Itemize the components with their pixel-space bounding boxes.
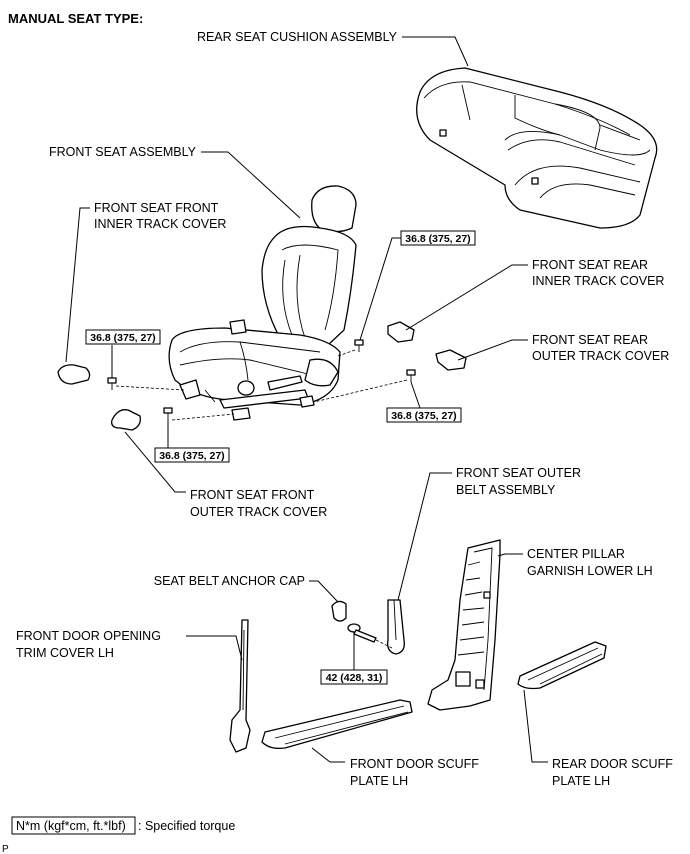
front-scuff-plate-drawing [261,699,413,750]
torque-value-2: 36.8 (375, 27) [159,450,224,462]
dashed-line-rear-outer [313,379,408,403]
leader-front-scuff [311,747,345,763]
bolt-front-right [163,407,173,420]
torque-box-5 [320,669,388,685]
dashed-line-front-right [171,413,235,421]
anchor-cap-drawing [331,600,347,622]
label-door-trim-l2: TRIM COVER LH [16,646,114,660]
leader-torque-3 [359,237,401,341]
bolt-rear-inner [354,339,364,352]
bolt-rear-outer [406,369,416,382]
label-door-trim-l1: FRONT DOOR OPENING [16,629,161,643]
label-front-inner-track-l1: FRONT SEAT FRONT [94,201,219,215]
rear-seat-cushion-drawing [416,67,658,229]
torque-box-1 [85,329,161,345]
label-anchor-cap: SEAT BELT ANCHOR CAP [154,574,305,588]
label-front-inner-track-l2: INNER TRACK COVER [94,217,226,231]
label-outer-belt-l1: FRONT SEAT OUTER [456,466,581,480]
label-rear-inner-track-l2: INNER TRACK COVER [532,274,664,288]
label-center-pillar-l1: CENTER PILLAR [527,547,625,561]
torque-value-1: 36.8 (375, 27) [90,332,155,344]
torque-value-4: 36.8 (375, 27) [391,410,456,422]
front-inner-track-cover-drawing [57,364,91,385]
leader-front-outer-track [124,431,186,493]
rear-outer-track-cover-drawing [435,349,467,371]
label-center-pillar-l2: GARNISH LOWER LH [527,564,653,578]
label-front-outer-track-l2: OUTER TRACK COVER [190,505,327,519]
label-front-outer-track-l1: FRONT SEAT FRONT [190,488,315,502]
outer-belt-drawing [387,599,405,655]
dashed-line-front-left [115,385,185,391]
label-rear-inner-track-l1: FRONT SEAT REAR [532,258,648,272]
diagram-title: MANUAL SEAT TYPE: [8,11,143,26]
legend-unit: N*m (kgf*cm, ft.*lbf) [16,819,126,833]
front-seat-drawing [168,185,357,421]
label-rear-outer-track-l2: OUTER TRACK COVER [532,349,669,363]
leader-front-seat-assembly [201,151,301,219]
label-rear-seat-cushion: REAR SEAT CUSHION ASSEMBLY [197,30,398,44]
leader-front-inner-track [65,207,90,363]
torque-value-5: 42 (428, 31) [326,672,383,684]
label-rear-scuff-l1: REAR DOOR SCUFF [552,757,673,771]
label-outer-belt-l2: BELT ASSEMBLY [456,483,556,497]
label-front-seat-assembly: FRONT SEAT ASSEMBLY [49,145,197,159]
torque-box-2 [154,447,230,463]
bolt-front-left [107,377,117,390]
leader-rear-seat-cushion [402,36,469,67]
leader-anchor-cap [309,580,339,603]
rear-inner-track-cover-drawing [387,321,415,343]
anchor-bolt-drawing [347,623,377,643]
rear-scuff-plate-drawing [517,641,607,690]
label-rear-scuff-l2: PLATE LH [552,774,610,788]
leader-torque-4 [410,381,421,409]
legend-box [11,816,136,835]
label-front-scuff-l1: FRONT DOOR SCUFF [350,757,479,771]
leader-rear-inner-track [405,264,528,331]
legend-description: : Specified torque [138,819,235,833]
front-outer-track-cover-drawing [111,409,141,431]
torque-value-3: 36.8 (375, 27) [405,233,470,245]
leader-outer-belt [397,472,452,601]
dashed-line-rear-inner [337,349,356,357]
leader-door-trim [186,635,243,661]
label-front-scuff-l2: PLATE LH [350,774,408,788]
dashed-line-anchor [375,639,393,649]
leader-rear-scuff [523,689,548,763]
label-rear-outer-track-l1: FRONT SEAT REAR [532,333,648,347]
torque-box-4 [386,407,462,423]
figure-code: P [2,844,9,854]
leader-rear-outer-track [457,339,528,361]
door-trim-cover-drawing [229,619,251,753]
leader-center-pillar [497,553,523,557]
center-pillar-garnish-drawing [427,539,501,711]
